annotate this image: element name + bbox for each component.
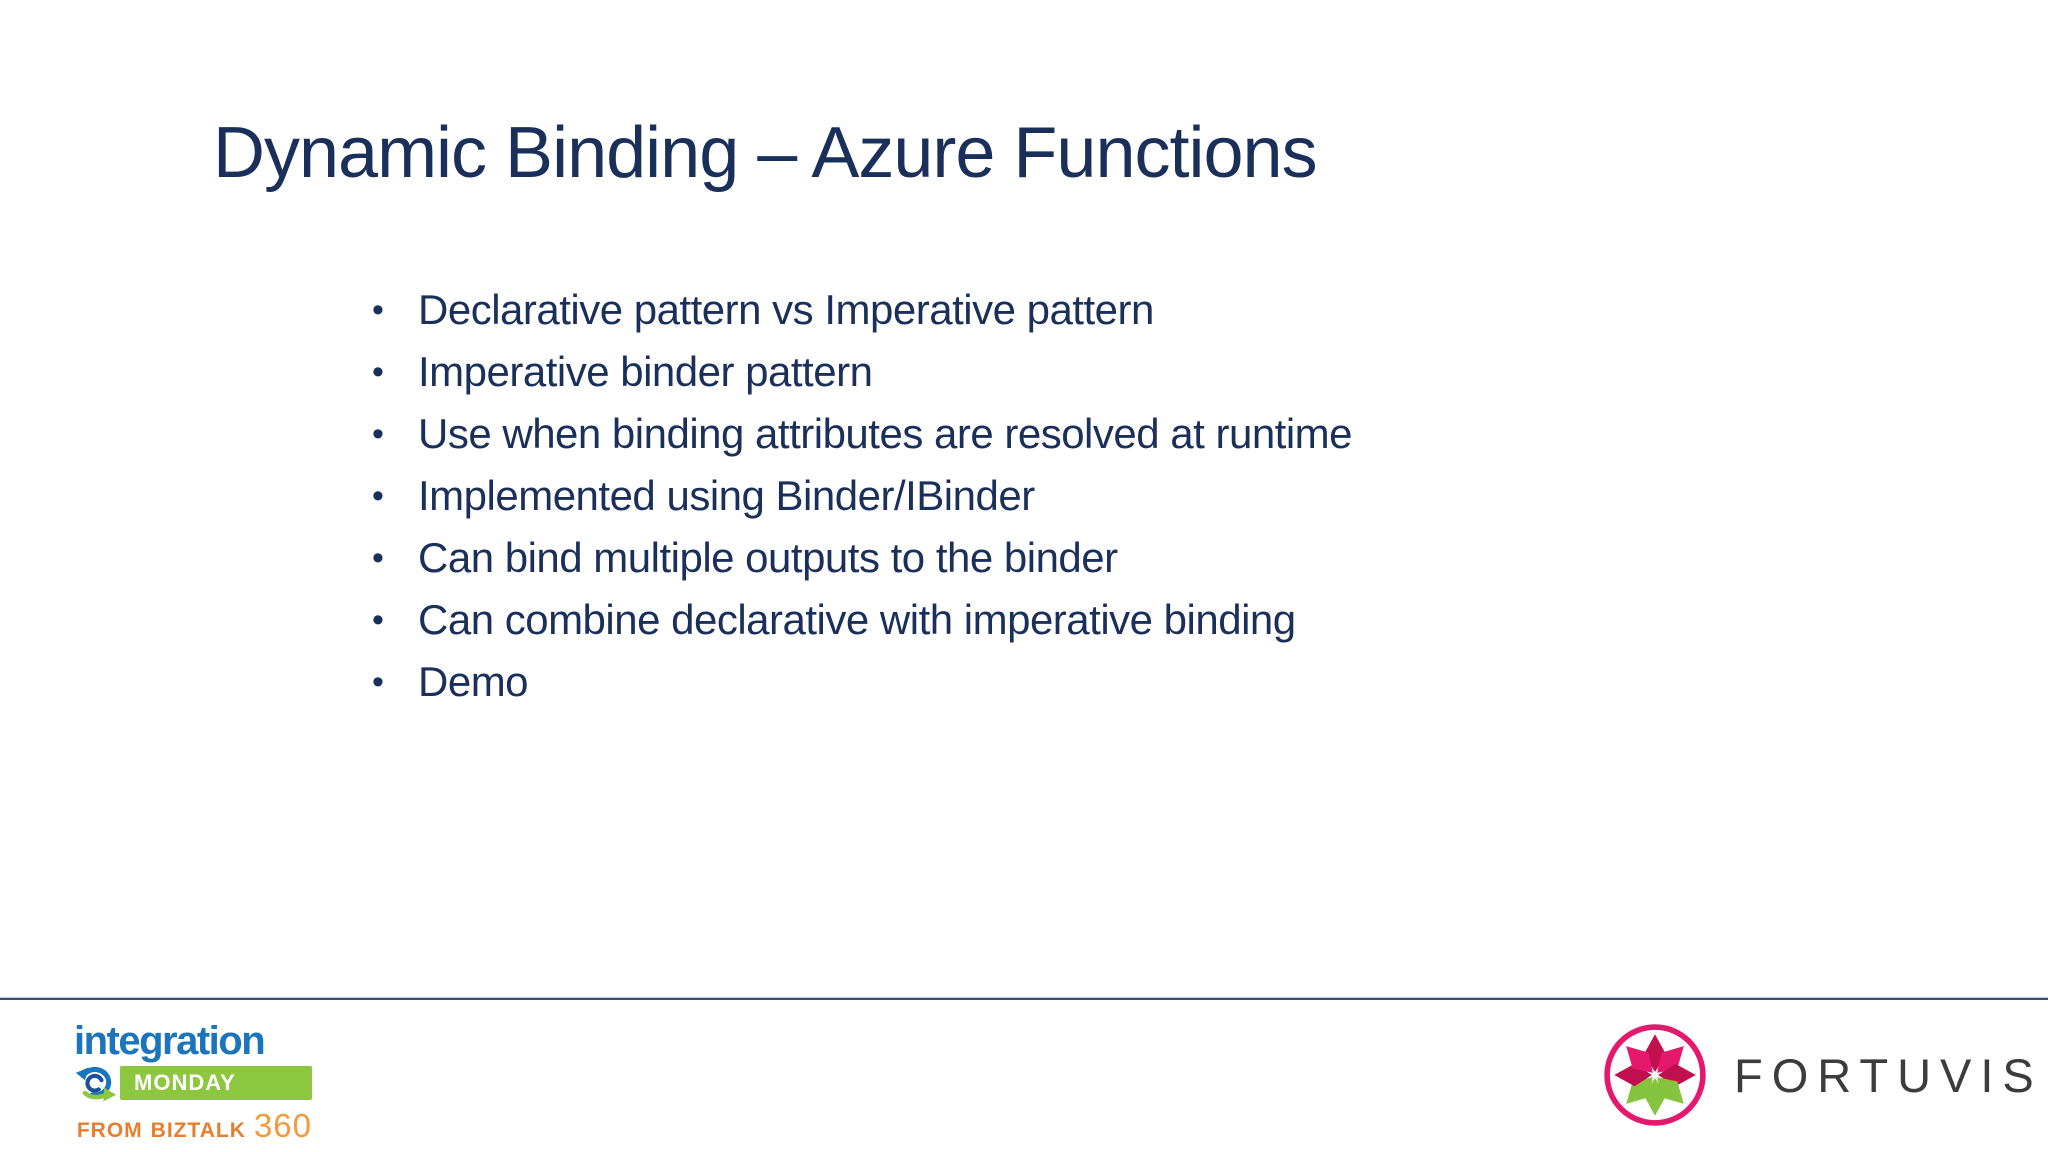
biztalk-360-label: 360 xyxy=(253,1107,312,1144)
bullet-text: Can bind multiple outputs to the binder xyxy=(418,534,1118,581)
monday-banner-row: MONDAY xyxy=(74,1062,312,1104)
bullet-dot: • xyxy=(372,291,384,329)
bullet-text: Imperative binder pattern xyxy=(418,348,873,395)
bullet-item: • Implemented using Binder/IBinder xyxy=(372,465,1352,527)
bullet-dot: • xyxy=(372,601,384,639)
bullet-item: • Demo xyxy=(372,651,1352,713)
slide-title: Dynamic Binding – Azure Functions xyxy=(213,113,1318,193)
bullet-item: • Can bind multiple outputs to the binde… xyxy=(372,527,1352,589)
monday-banner: MONDAY xyxy=(120,1066,312,1100)
bullet-dot: • xyxy=(372,415,384,453)
bullet-item: • Declarative pattern vs Imperative patt… xyxy=(372,279,1352,341)
eight-petal-star-icon xyxy=(1604,1024,1706,1126)
biztalk-line: FROM BIZTALK 360 xyxy=(74,1107,312,1145)
bullet-dot: • xyxy=(372,539,384,577)
fortuvis-wordmark: FORTUVIS xyxy=(1734,1048,2043,1102)
bullet-list: • Declarative pattern vs Imperative patt… xyxy=(372,279,1353,713)
bullet-text: Demo xyxy=(418,658,529,705)
bullet-item: • Can combine declarative with imperativ… xyxy=(372,589,1352,651)
bullet-item: • Imperative binder pattern xyxy=(372,341,1352,403)
footer-divider xyxy=(0,997,2048,1000)
from-label: FROM xyxy=(76,1119,143,1142)
bullet-dot: • xyxy=(372,477,384,515)
bullet-text: Declarative pattern vs Imperative patter… xyxy=(418,286,1154,333)
bullet-dot: • xyxy=(372,663,384,701)
fortuvis-logo: FORTUVIS xyxy=(1602,1022,2043,1128)
circular-arrows-icon xyxy=(75,1066,117,1102)
bullet-text: Can combine declarative with imperative … xyxy=(418,596,1296,643)
integration-monday-logo: integration MONDAY FROM BIZTALK 360 xyxy=(74,1020,312,1145)
bullet-dot: • xyxy=(372,353,384,391)
bullet-text: Use when binding attributes are resolved… xyxy=(418,410,1353,457)
biztalk-label: BIZTALK xyxy=(150,1119,246,1142)
bullet-item: • Use when binding attributes are resolv… xyxy=(372,403,1353,465)
bullet-text: Implemented using Binder/IBinder xyxy=(418,472,1035,519)
monday-label: MONDAY xyxy=(134,1070,236,1095)
integration-wordmark: integration xyxy=(74,1019,266,1063)
